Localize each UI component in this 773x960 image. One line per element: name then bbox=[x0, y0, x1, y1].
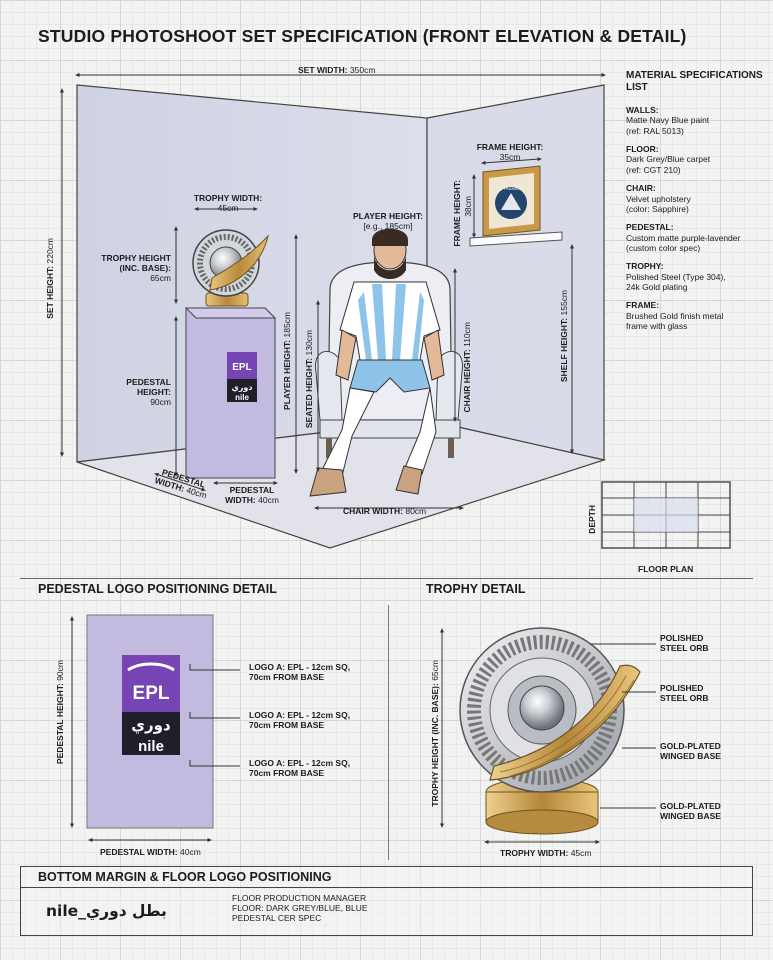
trophy-width-label: TROPHY WIDTH:45cm bbox=[193, 193, 263, 213]
player-height-callout: PLAYER HEIGHT:[e.g., 185cm] bbox=[352, 211, 424, 231]
bottom-divider bbox=[20, 887, 753, 888]
logo-callout-1: LOGO A: EPL - 12cm SQ,70cm FROM BASE bbox=[249, 662, 351, 682]
material-specs-title: MATERIAL SPECIFICATIONS LIST bbox=[626, 70, 763, 93]
detail-logo-nile: nile bbox=[138, 738, 164, 755]
column-divider bbox=[388, 605, 389, 860]
spec-floor: FLOOR:Dark Grey/Blue carpet(ref: CGT 210… bbox=[626, 144, 711, 175]
frame-height-side-value: 38cm bbox=[463, 196, 473, 217]
spec-pedestal: PEDESTAL:Custom matte purple-lavender(cu… bbox=[626, 222, 741, 253]
trophy-detail-drawing bbox=[440, 627, 656, 844]
logo-callout-3: LOGO A: EPL - 12cm SQ,70cm FROM BASE bbox=[249, 758, 351, 778]
pedestal-detail-height-label: PEDESTAL HEIGHT: 90cm bbox=[55, 660, 65, 765]
chair-width-label: CHAIR WIDTH: 80cm bbox=[343, 506, 427, 516]
frame-crest-text: PYRAMIDS bbox=[501, 186, 522, 191]
trophy-height-label: TROPHY HEIGHT(INC. BASE):65cm bbox=[101, 253, 171, 283]
player-figure bbox=[309, 228, 445, 497]
spec-trophy: TROPHY:Polished Steel (Type 304),24k Gol… bbox=[626, 261, 726, 293]
front-elevation-drawing: EPL دوري nile PYRAMIDS bbox=[60, 73, 731, 549]
logo-callout-2: LOGO A: EPL - 12cm SQ,70cm FROM BASE bbox=[249, 710, 351, 730]
section-divider bbox=[20, 578, 753, 579]
set-height-label: SET HEIGHT: 220cm bbox=[45, 238, 55, 319]
set-width-label: SET WIDTH: 350cm bbox=[298, 65, 376, 75]
bottom-margin-panel bbox=[20, 866, 753, 936]
pedestal-logo-nile: nile bbox=[235, 393, 249, 402]
spec-walls: WALLS:Matte Navy Blue paint(ref: RAL 501… bbox=[626, 105, 710, 136]
floor-plan-caption: FLOOR PLAN bbox=[638, 564, 694, 574]
chair-height-label: CHAIR HEIGHT: 110cm bbox=[462, 322, 472, 413]
pedestal-elevation: EPL دوري nile bbox=[184, 307, 277, 479]
spec-chair: CHAIR:Velvet upholstery(color: Sapphire) bbox=[626, 183, 691, 214]
brand-wordmark: بطل دوري_nile bbox=[46, 902, 167, 920]
pedestal-detail-title: PEDESTAL LOGO POSITIONING DETAIL bbox=[38, 582, 277, 596]
trophy-detail-width-label: TROPHY WIDTH: 45cm bbox=[500, 848, 592, 858]
framed-crest: PYRAMIDS bbox=[469, 165, 563, 247]
bottom-section-title: BOTTOM MARGIN & FLOOR LOGO POSITIONING bbox=[38, 870, 332, 884]
pedestal-detail-drawing: EPL دوري nile bbox=[70, 614, 240, 842]
page-title: STUDIO PHOTOSHOOT SET SPECIFICATION (FRO… bbox=[38, 26, 687, 46]
frame-height-top-label: FRAME HEIGHT:35cm bbox=[476, 142, 544, 162]
material-specifications: MATERIAL SPECIFICATIONS LIST WALLS:Matte… bbox=[626, 70, 766, 339]
player-height-vertical-label: PLAYER HEIGHT: 185cm bbox=[282, 312, 292, 410]
trophy-detail-height-label: TROPHY HEIGHT (INC. BASE): 65cm bbox=[430, 660, 440, 807]
pedestal-logo-arabic: دوري bbox=[231, 383, 252, 392]
trophy-detail-title: TROPHY DETAIL bbox=[426, 582, 526, 596]
frame-height-side-label: FRAME HEIGHT: bbox=[452, 180, 462, 247]
detail-logo-arabic: دوري bbox=[131, 716, 171, 735]
seated-height-label: SEATED HEIGHT: 130cm bbox=[304, 330, 314, 429]
floor-plan-grid bbox=[601, 481, 731, 549]
pedestal-detail-width-label: PEDESTAL WIDTH: 40cm bbox=[100, 847, 201, 857]
detail-logo-epl: EPL bbox=[133, 683, 170, 704]
trophy-elevation bbox=[192, 229, 269, 307]
floor-plan-depth-label: DEPTH bbox=[587, 505, 597, 534]
shelf-height-label: SHELF HEIGHT: 155cm bbox=[559, 290, 569, 383]
pedestal-logo-top: EPL bbox=[232, 362, 251, 373]
